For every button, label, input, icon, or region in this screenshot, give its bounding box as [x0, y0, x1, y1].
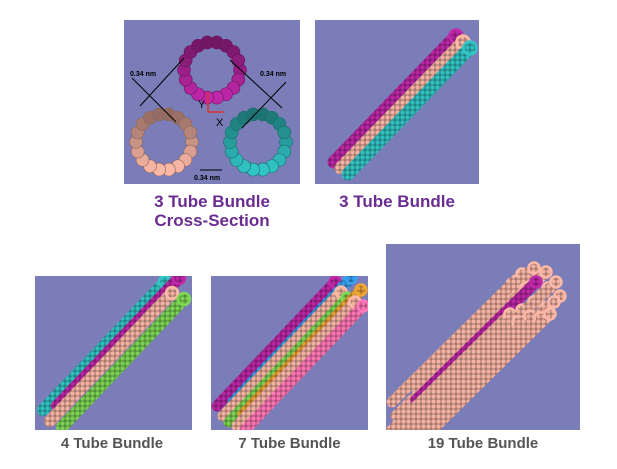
- seven-tube-panel: [211, 276, 368, 430]
- nanotube-magenta: [211, 276, 341, 412]
- cross-section-image: 0.34 nm 0.34 nm 0.34 nm Y X: [129, 35, 293, 182]
- caption-line-1: 3 Tube Bundle: [154, 192, 270, 211]
- nanotube-end-green: [176, 291, 192, 307]
- caption-line-1: 19 Tube Bundle: [427, 435, 539, 452]
- caption-seven-tube: 7 Tube Bundle: [198, 435, 381, 453]
- caption-nineteen-tube: 19 Tube Bundle: [386, 435, 580, 453]
- caption-cross-section: 3 Tube Bundle Cross-Section: [124, 192, 300, 230]
- nanotube-end-salmon: [527, 261, 541, 275]
- nanotube-salmon: [386, 308, 516, 430]
- gap-label-bottom: 0.34 nm: [194, 175, 220, 182]
- nanotube-salmon: [408, 262, 540, 392]
- nanotube-salmon: [406, 310, 536, 430]
- nanotube-teal: [37, 276, 171, 416]
- nanotube-end-magenta: [529, 275, 543, 289]
- nineteen-tube-image: [386, 261, 567, 430]
- nanotube-teal: [341, 41, 477, 181]
- seven-tube-image: [211, 276, 368, 430]
- nanotube-end-salmon: [543, 307, 557, 321]
- nanotube-end-blue: [344, 276, 358, 285]
- nanotube-end-orange: [354, 283, 368, 297]
- nanotube-salmon: [231, 296, 361, 430]
- tube-ring-top: [177, 35, 247, 105]
- nanotube-salmon: [217, 286, 347, 422]
- caption-line-1: 3 Tube Bundle: [339, 192, 455, 211]
- tube-ring-bottom-right: [223, 107, 293, 177]
- cross-section-panel: 0.34 nm 0.34 nm 0.34 nm Y X: [124, 20, 300, 184]
- axis-label-y: Y: [198, 99, 206, 111]
- nanotube-end-salmon: [539, 265, 553, 279]
- caption-line-1: 4 Tube Bundle: [60, 435, 164, 452]
- nineteen-tube-panel: [386, 244, 580, 430]
- three-tube-panel: [315, 20, 479, 184]
- nanotube-end-magenta: [171, 276, 187, 286]
- gap-label-top-left: 0.34 nm: [130, 71, 156, 78]
- gap-line-top-left: [139, 57, 185, 107]
- gap-line-top-right: [229, 59, 283, 109]
- nanotube-end-pink: [356, 299, 368, 313]
- nanotube-end-teal: [462, 40, 478, 56]
- four-tube-panel: [35, 276, 192, 430]
- nanotube-green: [56, 293, 190, 430]
- nanotube-salmon: [44, 287, 178, 427]
- axis-label-x: X: [216, 117, 224, 129]
- nanotube-pink: [239, 300, 368, 430]
- nanotube-salmon: [334, 35, 470, 175]
- caption-three-tube: 3 Tube Bundle: [315, 192, 479, 211]
- three-tube-image: [327, 28, 478, 181]
- caption-line-2: Cross-Section: [154, 211, 270, 231]
- tube-ring-bottom-left: [129, 107, 199, 177]
- caption-line-1: 7 Tube Bundle: [238, 435, 341, 452]
- gap-label-top-right: 0.34 nm: [260, 71, 286, 78]
- four-tube-image: [37, 276, 192, 430]
- nanotube-end-salmon: [549, 275, 563, 289]
- caption-four-tube: 4 Tube Bundle: [22, 435, 202, 453]
- nanotube-end-salmon: [547, 295, 561, 309]
- nanotube-end-salmon: [164, 285, 180, 301]
- nanotube-magenta: [327, 29, 463, 169]
- nanotube-salmon: [424, 308, 556, 430]
